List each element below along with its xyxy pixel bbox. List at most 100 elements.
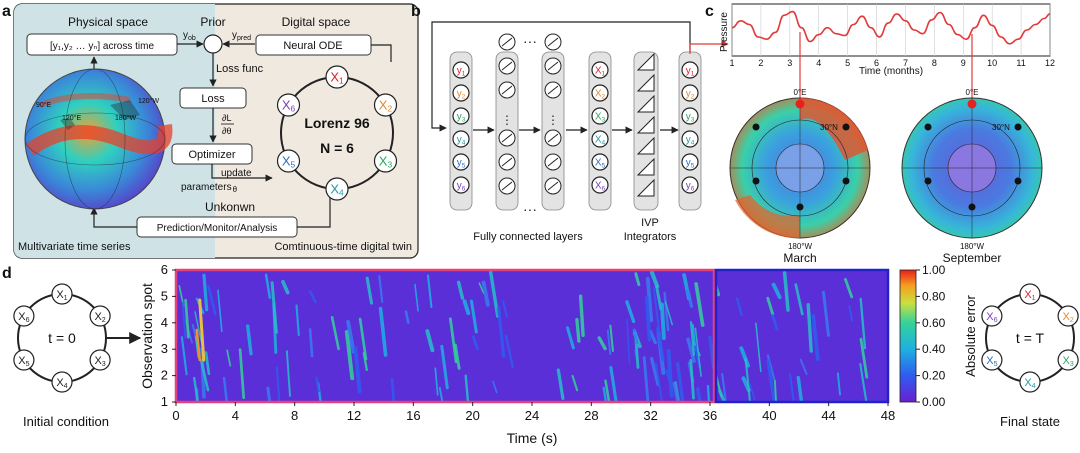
heatmap-x-tick-48: 48 xyxy=(881,408,895,423)
input-y-6-label: y6 xyxy=(457,181,466,193)
final-node-4-label: X4 xyxy=(1024,377,1035,390)
march-marker-red xyxy=(795,99,805,109)
pressure-tick-2: 2 xyxy=(758,58,763,68)
pressure-tick-8: 8 xyxy=(932,58,937,68)
input-y-2: y2 xyxy=(452,84,470,102)
y-pred-label: y xyxy=(232,30,237,41)
lorenz-node-6: X6 xyxy=(276,93,301,117)
colorbar-tick-3: 0.40 xyxy=(922,342,946,356)
grad-num: ∂L xyxy=(222,113,231,123)
pressure-tick-6: 6 xyxy=(874,58,879,68)
heatmap-x-tick-40: 40 xyxy=(762,408,776,423)
latent-x-2: X2 xyxy=(591,84,609,102)
footer-left: Multivariate time series xyxy=(18,241,131,253)
march-caption: March xyxy=(783,251,816,265)
output-y-6-label: y6 xyxy=(686,181,695,193)
svg-text:···: ··· xyxy=(523,201,537,217)
panel-b: b y1y2y3y4y5y6⋮⋮X1X2X3X4X5X6y1y2y3y4y5y6… xyxy=(411,3,729,243)
initial-node-5-label: X5 xyxy=(18,355,29,368)
pressure-tick-9: 9 xyxy=(961,58,966,68)
hidden-1-neuron-4 xyxy=(498,129,516,147)
colorbar-label: Absolute error xyxy=(963,295,978,377)
theta-label: θ xyxy=(233,185,238,194)
hidden-1-neuron-1 xyxy=(498,33,516,51)
loss-func-label: Loss func xyxy=(216,63,264,75)
pressure-tick-11: 11 xyxy=(1016,58,1025,68)
hidden-2-neuron-1 xyxy=(544,33,562,51)
input-y-5: y5 xyxy=(452,153,470,171)
output-y-3-label: y3 xyxy=(686,112,695,124)
final-node-4: X4 xyxy=(1019,371,1041,393)
september-polar-map: 0°E 30°N 180°W September xyxy=(901,88,1043,265)
initial-node-5: X5 xyxy=(13,349,35,371)
pressure-tick-3: 3 xyxy=(787,58,792,68)
panel-label-c: c xyxy=(705,3,714,20)
hidden-2-neuron-5 xyxy=(544,153,562,171)
lorenz-node-1-label: X1 xyxy=(330,70,344,86)
lorenz-node-4: X4 xyxy=(325,177,349,201)
march-label-0e: 0°E xyxy=(794,88,807,97)
initial-node-3: X3 xyxy=(89,349,111,371)
colorbar-tick-1: 0.80 xyxy=(922,289,946,303)
physical-space-title: Physical space xyxy=(68,15,148,29)
heatmap-y-tick-6: 6 xyxy=(161,262,168,277)
colorbar-tick-4: 0.20 xyxy=(922,369,946,383)
september-label-30n: 30°N xyxy=(992,123,1010,132)
colorbar-tick-2: 0.60 xyxy=(922,316,946,330)
latent-x-6: X6 xyxy=(591,176,609,194)
optimizer-label: Optimizer xyxy=(188,149,235,161)
input-y-1: y1 xyxy=(452,61,470,79)
ivp-integrator-3 xyxy=(636,94,655,113)
initial-node-2-label: X2 xyxy=(94,311,105,324)
initial-node-4: X4 xyxy=(51,371,73,393)
ivp-integrator-2 xyxy=(636,73,655,92)
panel-a: a Physical space Digital space Prior [y₁… xyxy=(2,3,419,259)
input-y-3: y3 xyxy=(452,107,470,125)
ivp-integrator-5 xyxy=(636,136,655,155)
hidden-2-neuron-4 xyxy=(544,129,562,147)
hidden-1-neuron-5 xyxy=(498,153,516,171)
pressure-xlabel: Time (months) xyxy=(859,66,923,77)
output-y-1: y1 xyxy=(681,61,699,79)
september-caption: September xyxy=(943,251,1002,265)
lorenz-node-5: X5 xyxy=(276,149,301,173)
initial-node-1: X1 xyxy=(51,283,73,305)
unknown-label: Unkonwn xyxy=(205,200,255,214)
march-label-180w: 180°W xyxy=(788,242,813,251)
digital-space-title: Digital space xyxy=(282,15,351,29)
latent-x-5-label: X5 xyxy=(595,158,606,170)
final-node-1-label: X1 xyxy=(1024,289,1035,302)
output-y-3: y3 xyxy=(681,107,699,125)
heatmap-x-tick-20: 20 xyxy=(465,408,479,423)
lorenz-node-2-label: X2 xyxy=(379,98,393,114)
loss-label: Loss xyxy=(201,93,225,105)
input-y-6: y6 xyxy=(452,176,470,194)
final-node-5: X5 xyxy=(981,349,1003,371)
initial-node-6-label: X6 xyxy=(18,311,29,324)
input-y-1-label: y1 xyxy=(457,66,466,78)
output-y-5-label: y5 xyxy=(686,158,695,170)
final-node-3-label: X3 xyxy=(1062,355,1073,368)
final-t-label: t = T xyxy=(1016,330,1045,346)
output-y-2-label: y2 xyxy=(686,89,695,101)
pressure-tick-5: 5 xyxy=(845,58,850,68)
output-y-1-label: y1 xyxy=(686,66,695,78)
output-y-6: y6 xyxy=(681,176,699,194)
prior-label: Prior xyxy=(200,15,225,29)
lorenz-node-6-label: X6 xyxy=(282,98,296,114)
prior-node xyxy=(203,34,223,54)
final-node-1: X1 xyxy=(1019,283,1041,305)
lorenz-node-2: X2 xyxy=(373,93,398,117)
lorenz-n: N = 6 xyxy=(320,140,354,156)
heatmap-x-tick-24: 24 xyxy=(525,408,539,423)
initial-node-6: X6 xyxy=(13,305,35,327)
latent-x-4: X4 xyxy=(591,130,609,148)
grad-den: ∂θ xyxy=(222,126,231,136)
colorbar-ticks: 1.000.800.600.400.200.00 xyxy=(916,263,946,409)
